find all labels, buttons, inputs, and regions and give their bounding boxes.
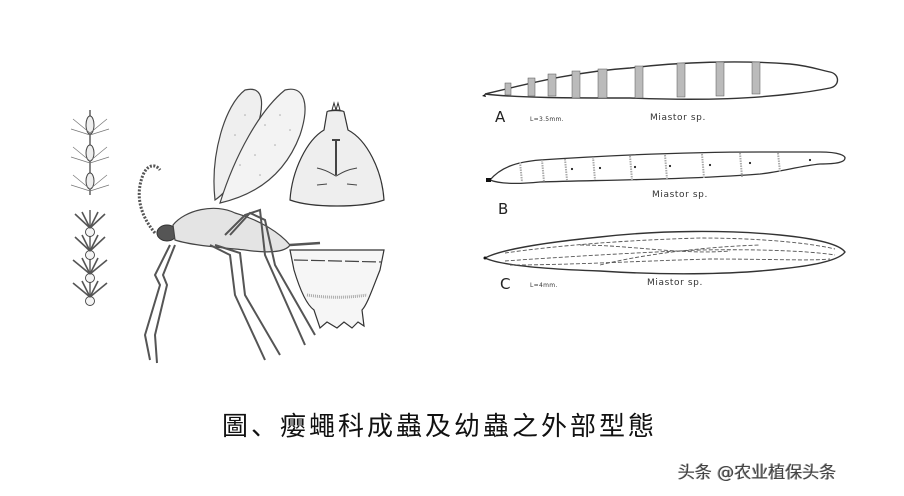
larva-panel-b: B Miastor sp. [480, 150, 860, 220]
larva-c-letter: C [500, 275, 511, 293]
adult-illustration-panel [50, 60, 450, 380]
larva-c-length-label: L=4mm. [530, 282, 558, 289]
abdomen-tip-ventral-drawing [289, 249, 385, 330]
antenna-segments-upper-drawing [70, 110, 110, 195]
adult-midge-drawing [137, 88, 321, 364]
larva-c-species-label: Miastor sp. [647, 278, 703, 288]
larva-b-drawing [486, 151, 846, 184]
larva-b-letter: B [498, 200, 509, 218]
watermark: 头条 @农业植保头条 [678, 463, 837, 483]
larva-a-length-label: L=3.5mm. [530, 116, 564, 123]
larva-panel-a: A L=3.5mm. Miastor sp. [480, 50, 860, 130]
larva-b-species-label: Miastor sp. [652, 190, 708, 200]
abdomen-tip-dorsal-drawing [289, 101, 385, 207]
larva-a-species-label: Miastor sp. [650, 113, 706, 123]
larva-panel-c: C L=4mm. Miastor sp. [480, 225, 860, 300]
antenna-segments-lower-drawing [72, 210, 108, 306]
larva-c-drawing [483, 230, 846, 275]
figure-caption: 圖、癭蠅科成蟲及幼蟲之外部型態 [222, 412, 658, 442]
larva-a-drawing [482, 61, 839, 100]
larva-a-letter: A [495, 108, 506, 126]
